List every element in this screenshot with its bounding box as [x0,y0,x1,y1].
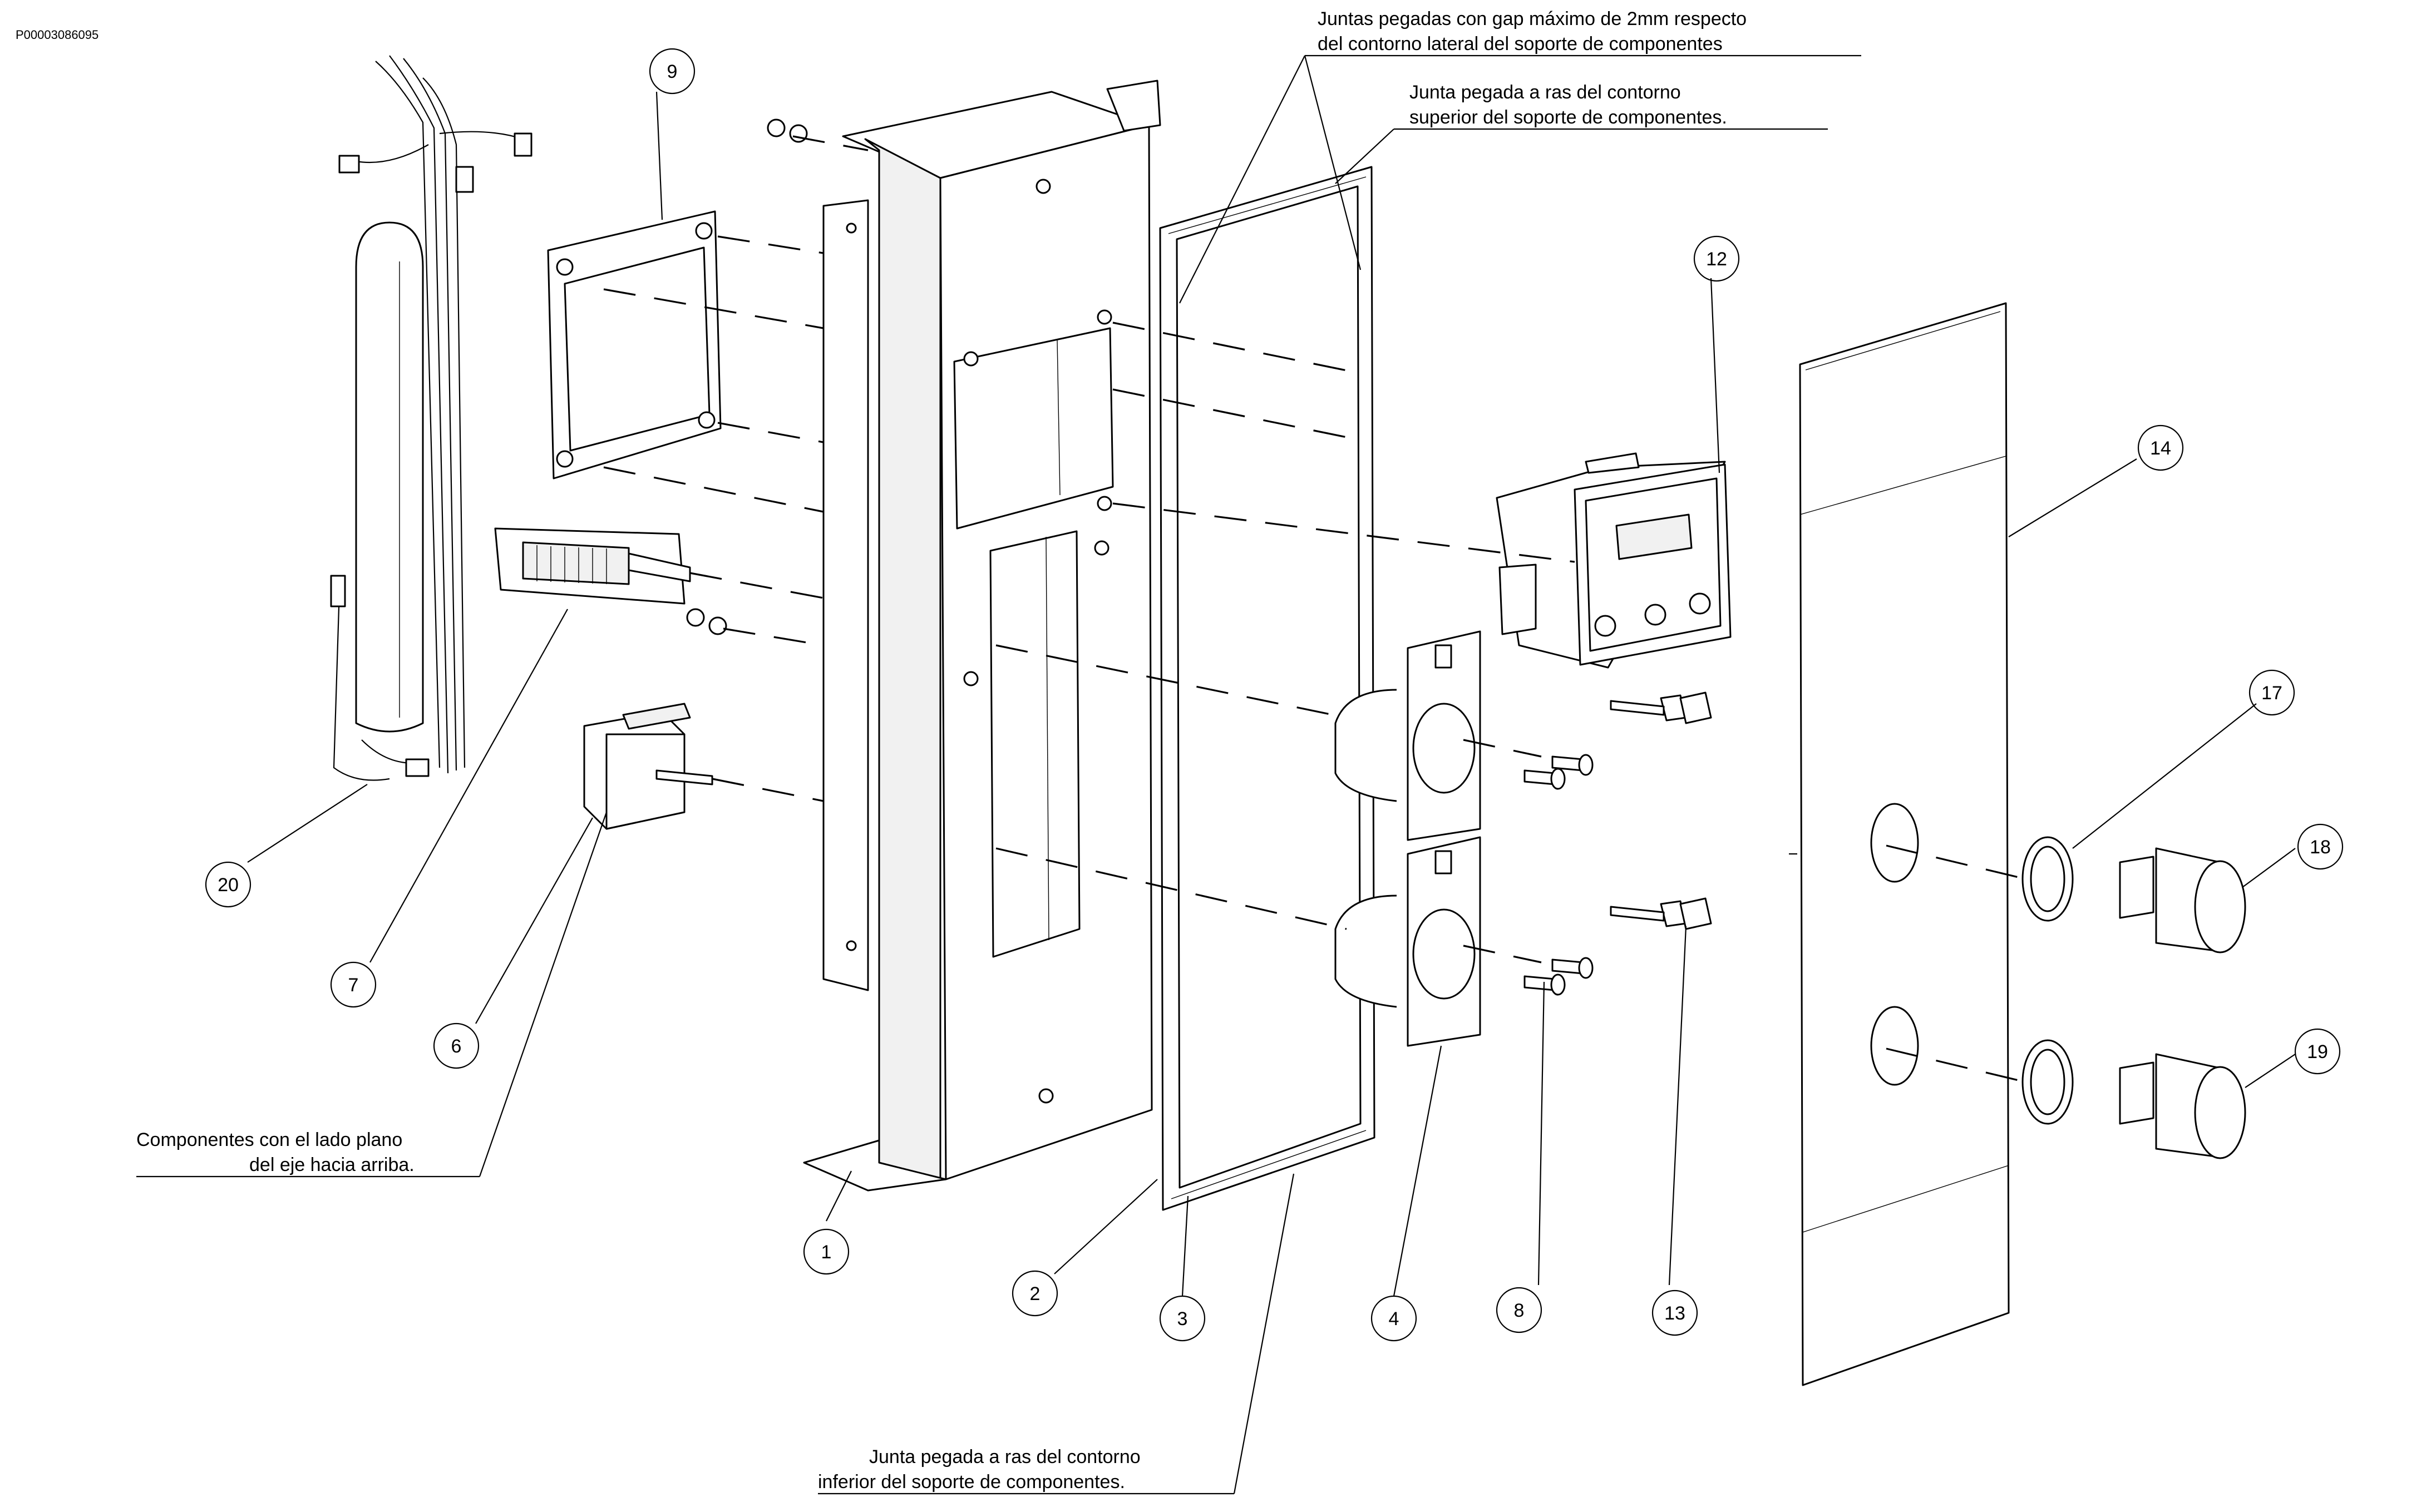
part-8-screws [1523,754,1594,996]
part-7-terminal-block [494,527,691,605]
part-17-knob-rings [2021,836,2074,1125]
callout-balloon-20: 20 [205,861,252,908]
callout-label: 7 [348,975,359,996]
alignment-lines [603,135,2026,1083]
callout-label: 3 [1177,1308,1188,1330]
part-1-component-support [803,80,1161,1192]
callout-label: 17 [2261,683,2282,704]
callout-balloon-3: 3 [1159,1295,1206,1342]
note-inferior-line1: Junta pegada a ras del contorno [869,1446,1141,1467]
callout-balloon-13: 13 [1651,1289,1698,1336]
callout-label: 6 [451,1036,462,1057]
callout-balloon-8: 8 [1496,1287,1542,1333]
drawing-code: P00003086095 [16,28,98,42]
note-inferior-line2: inferior del soporte de componentes. [818,1471,1125,1493]
callout-balloon-2: 2 [1012,1270,1058,1317]
callout-balloon-18: 18 [2297,823,2344,870]
callout-label: 13 [1664,1303,1685,1324]
part-20-wiring-harness [330,55,532,781]
note-orientation-line2: del eje hacia arriba. [249,1154,415,1175]
callout-label: 4 [1389,1308,1399,1330]
callout-balloon-9: 9 [649,48,696,95]
callout-label: 12 [1706,249,1727,270]
callout-balloon-6: 6 [433,1022,480,1069]
callout-label: 2 [1030,1283,1041,1305]
note-superior-line1: Junta pegada a ras del contorno [1409,82,1681,103]
callout-leaders [247,91,2296,1297]
callout-label: 18 [2310,837,2331,858]
hardware-washers-7 [686,608,727,635]
callout-balloon-1: 1 [803,1228,850,1275]
part-6-switch [583,703,713,830]
note-superior-line2: superior del soporte de componentes. [1409,107,1727,128]
callout-balloon-4: 4 [1370,1295,1417,1342]
part-14-front-panel [1789,302,2010,1386]
callout-balloon-12: 12 [1693,235,1740,282]
note-lateral-line1: Juntas pegadas con gap máximo de 2mm res… [1318,8,1747,29]
callout-balloon-14: 14 [2137,424,2184,471]
callout-label: 19 [2307,1041,2328,1063]
part-4-adapter-plates [1334,630,1481,1047]
callout-label: 1 [821,1242,832,1263]
part-18-19-knobs [2119,847,2246,1159]
callout-balloon-7: 7 [330,961,377,1008]
callout-label: 14 [2150,438,2171,459]
note-component-orientation: Componentes con el lado plano del eje ha… [136,812,608,1178]
note-inferior-gasket: Junta pegada a ras del contorno inferior… [818,1173,1295,1495]
callout-label: 8 [1514,1300,1525,1321]
callout-label: 9 [667,61,678,82]
callout-balloon-19: 19 [2294,1028,2341,1075]
part-2-3-frame-gasket [1159,166,1375,1211]
note-lateral-gaskets: Juntas pegadas con gap máximo de 2mm res… [1179,8,1861,304]
part-12-display-module [1496,452,1732,669]
note-superior-gasket: Junta pegada a ras del contorno superior… [1335,82,1828,184]
callout-balloon-17: 17 [2248,669,2295,716]
part-9-gasket-plate [547,210,722,480]
part-13-adapters [1610,691,1712,930]
note-lateral-line2: del contorno lateral del soporte de comp… [1318,33,1723,55]
note-orientation-line1: Componentes con el lado plano [136,1129,402,1150]
callout-label: 20 [218,874,239,896]
